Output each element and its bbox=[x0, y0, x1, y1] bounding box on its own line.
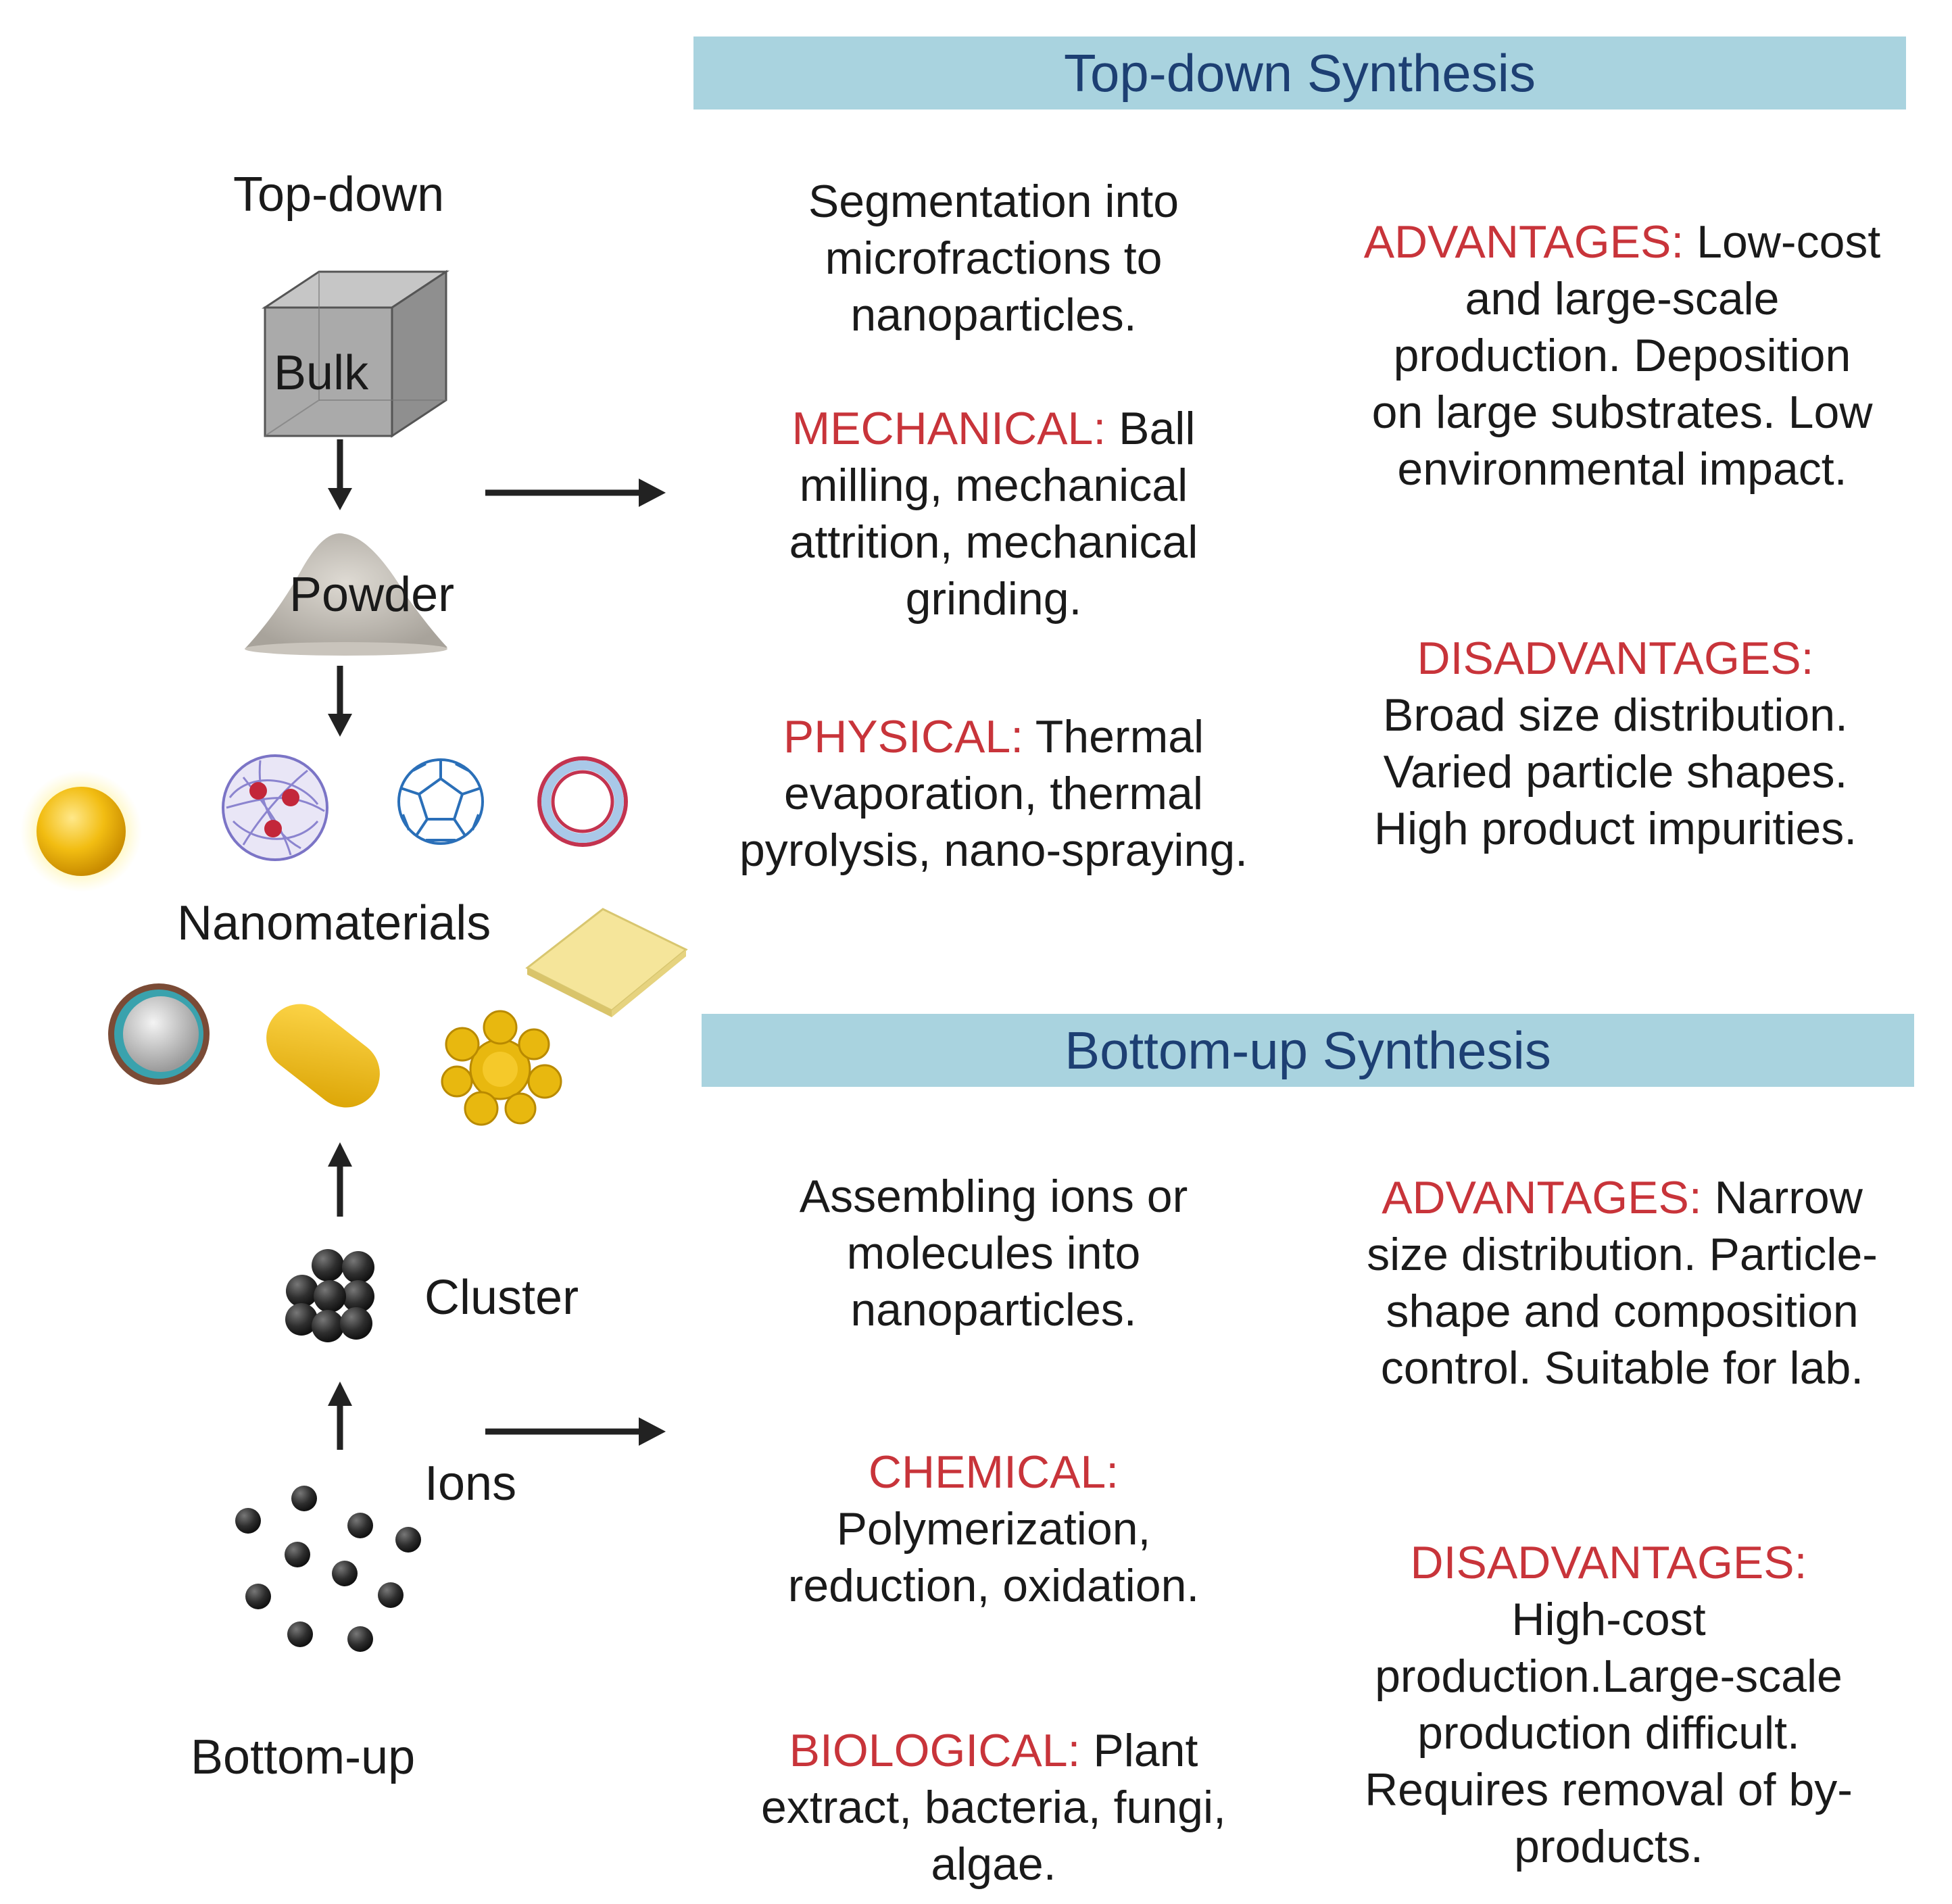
arrow-right-icon bbox=[485, 1417, 666, 1446]
ions-label: Ions bbox=[424, 1457, 517, 1511]
nanomaterials-label: Nanomaterials bbox=[177, 896, 491, 950]
core-shell-nanoparticle-icon bbox=[108, 983, 210, 1085]
cluster-label: Cluster bbox=[424, 1271, 579, 1325]
powder-pile-icon bbox=[245, 533, 447, 656]
advantages-keyword: ADVANTAGES: bbox=[1363, 216, 1684, 268]
chemical-methods: CHEMICAL: Polymerization,reduction, oxid… bbox=[689, 1444, 1298, 1614]
advantages-keyword: ADVANTAGES: bbox=[1382, 1172, 1702, 1223]
nanorod-capsule-icon bbox=[266, 1004, 380, 1108]
physical-keyword: PHYSICAL: bbox=[783, 711, 1024, 762]
chemical-keyword: CHEMICAL: bbox=[868, 1446, 1119, 1498]
bottom-up-advantages: ADVANTAGES: Narrow size distribution. Pa… bbox=[1367, 1172, 1878, 1394]
disadvantages-keyword: DISADVANTAGES: bbox=[1410, 1537, 1807, 1588]
arrow-down-icon bbox=[328, 666, 352, 737]
nanoflower-icon bbox=[441, 1010, 562, 1126]
bottom-up-label: Bottom-up bbox=[191, 1730, 416, 1784]
top-down-synthesis-banner: Top-down Synthesis bbox=[693, 36, 1906, 109]
nanogel-icon bbox=[222, 754, 328, 861]
disadvantages-keyword: DISADVANTAGES: bbox=[1417, 633, 1814, 684]
gold-nanosphere-icon bbox=[20, 771, 142, 892]
fullerene-icon bbox=[397, 758, 484, 845]
powder-label: Powder bbox=[289, 568, 455, 622]
bulk-label: Bulk bbox=[274, 346, 369, 400]
top-down-disadvantages: DISADVANTAGES: Broad size distribution.V… bbox=[1311, 630, 1920, 857]
ions-icon bbox=[235, 1486, 421, 1652]
arrow-down-icon bbox=[328, 439, 352, 510]
top-down-label: Top-down bbox=[233, 168, 445, 222]
biological-methods: BIOLOGICAL: Plant extract, bacteria, fun… bbox=[761, 1725, 1226, 1890]
bulk-cube-icon bbox=[262, 270, 449, 438]
bottom-up-synthesis-banner: Bottom-up Synthesis bbox=[702, 1014, 1914, 1087]
cluster-icon bbox=[285, 1249, 374, 1342]
arrow-up-icon bbox=[328, 1142, 352, 1217]
arrow-up-icon bbox=[328, 1382, 352, 1450]
nanosheet-icon bbox=[525, 908, 688, 1017]
arrow-right-icon bbox=[485, 479, 666, 507]
liposome-icon bbox=[537, 756, 628, 847]
biological-keyword: BIOLOGICAL: bbox=[789, 1725, 1081, 1776]
mechanical-keyword: MECHANICAL: bbox=[791, 403, 1106, 454]
